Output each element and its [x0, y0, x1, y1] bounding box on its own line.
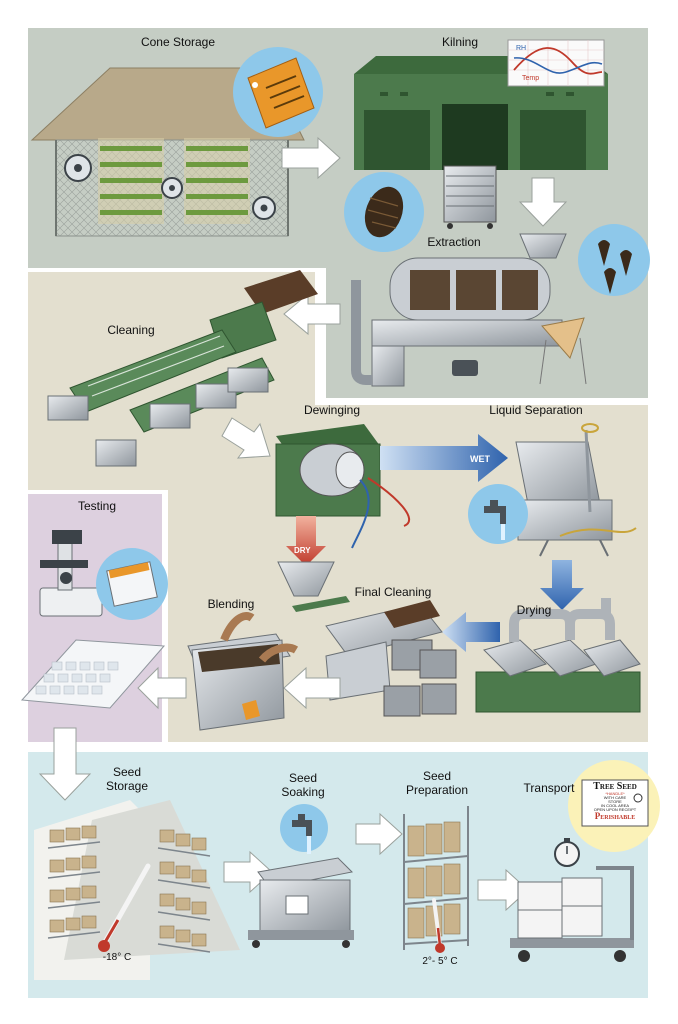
seed-sample-bubble: [96, 548, 168, 620]
pine-cone-bubble: [344, 172, 424, 252]
shipping-label-line1: *HANDLE*: [605, 791, 625, 796]
liquid-separation-tank: [515, 423, 637, 557]
perishable-label-bubble: [568, 760, 660, 852]
shipping-label-line4: IN COOL AREA: [600, 803, 630, 808]
thermometer-icon: [98, 863, 151, 952]
wet-label: WET: [470, 454, 490, 464]
dry-seed-hopper: [277, 561, 350, 612]
water-faucet-bubble: [280, 804, 328, 854]
fan-icon: [64, 154, 92, 182]
drying-unit: [475, 598, 641, 713]
seed-soaking-tank: [248, 857, 354, 948]
label-seed-soaking: Seed Soaking: [281, 771, 325, 799]
dry-label: DRY: [294, 546, 311, 555]
dry-flow-arrow: DRY: [286, 516, 326, 566]
wet-flow-arrow: WET: [380, 434, 508, 482]
shipping-label-title: Tree Seed: [593, 781, 637, 792]
label-cone-storage: Cone Storage: [140, 35, 216, 49]
temperature-storage: -18° C: [102, 952, 132, 963]
flow-arrow-icon: [477, 868, 529, 912]
final-cleaning-machine: [325, 600, 457, 717]
flow-arrow-icon: [137, 666, 187, 710]
label-kilning: Kilning: [441, 35, 479, 49]
blending-tub: [187, 612, 299, 731]
shipping-label-line5: OPEN UPON RECEIPT: [593, 807, 637, 812]
thermometer-icon: [432, 898, 445, 953]
label-seed-preparation: Seed Preparation: [405, 769, 469, 797]
cleaning-screen-machine: [69, 270, 318, 433]
seed-lot-tag-bubble: [233, 47, 323, 137]
shipping-label-footer: Perishable: [594, 811, 636, 821]
dewinging-machine: [275, 424, 411, 549]
shipping-label: Tree Seed *HANDLE* WITH CARE STORE IN CO…: [582, 780, 648, 826]
extraction-tumbler: [351, 233, 567, 387]
temperature-preparation: 2°- 5° C: [422, 956, 458, 967]
flow-arrow-icon: [221, 417, 271, 459]
flow-arrow-icon: [442, 612, 500, 652]
label-dewinging: Dewinging: [303, 403, 361, 417]
label-liquid-separation: Liquid Separation: [489, 403, 583, 417]
seed-storage-cold-room: [34, 800, 240, 980]
winged-seed-bubble: [578, 224, 650, 296]
label-final-cleaning: Final Cleaning: [354, 585, 432, 599]
fan-icon: [252, 196, 276, 220]
kiln-humidity-temp-chart: RH Temp: [507, 39, 605, 87]
stopwatch-icon: [554, 838, 580, 867]
seed-bin: [227, 367, 269, 393]
cone-storage-shed: [30, 67, 305, 237]
flow-arrow-icon: [518, 177, 568, 227]
label-cleaning: Cleaning: [107, 323, 155, 337]
label-extraction: Extraction: [427, 235, 481, 249]
fan-icon: [161, 177, 183, 199]
germination-test-tray: [20, 639, 166, 709]
flow-arrow-icon: [355, 812, 403, 856]
water-faucet-bubble: [468, 484, 528, 544]
flow-arrow-icon: [283, 292, 341, 336]
transport-cart: [510, 866, 634, 962]
flow-arrow-icon: [38, 727, 92, 801]
label-transport: Transport: [523, 781, 575, 795]
seed-bag-stand: [539, 317, 587, 385]
flow-arrow-icon: [281, 136, 341, 180]
seed-preparation-rack: [403, 806, 469, 950]
shipping-label-line2: WITH CARE: [603, 795, 627, 800]
microscope: [39, 530, 103, 617]
shipping-label-line3: STORE: [608, 799, 622, 804]
label-testing: Testing: [77, 499, 117, 513]
label-seed-storage: Seed Storage: [105, 765, 149, 793]
temp-label: Temp: [522, 75, 539, 82]
kiln-building: [354, 56, 608, 170]
seed-bin: [149, 403, 191, 429]
seed-bin: [95, 439, 137, 467]
kiln-tray-cart: [443, 165, 497, 229]
flow-arrow-icon: [540, 560, 584, 610]
rh-label: RH: [516, 45, 526, 52]
label-drying: Drying: [516, 603, 552, 617]
label-blending: Blending: [207, 597, 255, 611]
flow-arrow-icon: [283, 666, 341, 710]
seed-bin: [47, 395, 89, 421]
